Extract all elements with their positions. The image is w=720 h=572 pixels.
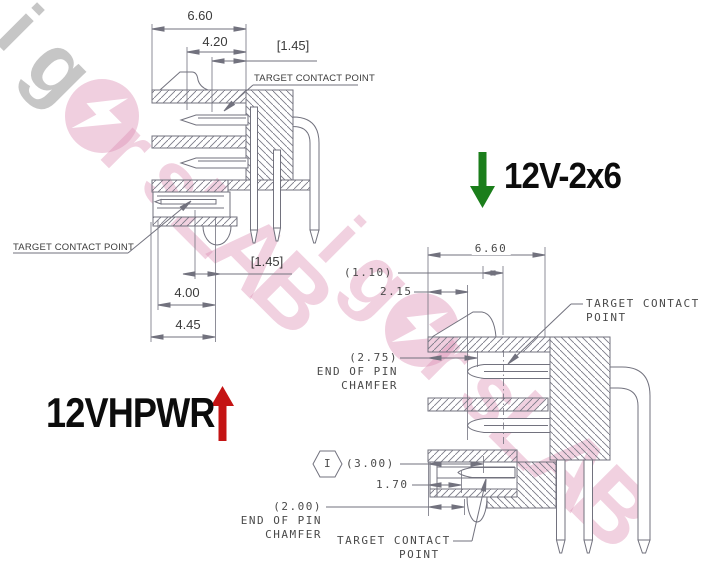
watermark-bolt-icon (65, 79, 139, 153)
contact-point-label: POINT (586, 311, 627, 324)
dim-bottom-inner: 4.00 (174, 285, 200, 300)
chamfer-label: END OF PIN (240, 514, 322, 527)
through-pin (583, 459, 593, 541)
latch-profile (158, 71, 209, 91)
dim-contact-ref: [1.45] (250, 254, 284, 269)
h2x6-title: 12V-2x6 (504, 155, 622, 196)
hpwr-title: 12VHPWR (46, 389, 215, 436)
latch-profile (430, 311, 497, 338)
contact-point-label: TARGET CONTACT POINT (13, 242, 134, 253)
contact-point-label: TARGET CONTACT (337, 534, 451, 547)
chamfer-label: END OF PIN (316, 365, 398, 378)
standoff (227, 179, 317, 191)
housing-wall (151, 179, 229, 193)
contact-point-label: TARGET CONTACT POINT (254, 73, 375, 84)
dim-ref-300: (3.00) (346, 457, 395, 470)
pin (457, 467, 516, 478)
dim-contact-ref: [1.45] (276, 38, 310, 53)
contact-point-label: POINT (399, 548, 440, 561)
hex-marker-icon (312, 450, 343, 478)
chamfer-label: CHAMFER (341, 379, 398, 392)
housing-wall (427, 397, 549, 412)
housing-block (549, 336, 611, 461)
through-pin (273, 149, 281, 229)
housing-floor (429, 488, 518, 498)
dim-total-width: 6.60 (471, 242, 511, 255)
through-pin (250, 106, 258, 231)
pin (179, 157, 249, 169)
hex-marker-text: I (323, 457, 333, 470)
pin (179, 114, 249, 126)
dim-ref-200: (2.00) (273, 500, 322, 513)
solder-peg (202, 225, 232, 246)
housing-wall (151, 89, 247, 104)
bent-pin (292, 116, 320, 231)
housing-wall (427, 449, 518, 463)
hpwr-up-arrow-icon (211, 386, 234, 441)
through-pin (556, 459, 566, 541)
dim-170: 1.70 (376, 478, 409, 491)
dim-bottom-outer: 4.45 (175, 317, 201, 332)
h2x6-down-arrow-icon (470, 152, 495, 208)
solder-peg (466, 496, 488, 523)
hpwr-drawing (13, 24, 358, 342)
dim-inner-width: 4.20 (202, 34, 228, 49)
chamfer-label: CHAMFER (265, 528, 322, 541)
h2x6-drawing (312, 247, 651, 554)
contact-point-label: TARGET CONTACT (586, 297, 700, 310)
dim-215: 2.15 (380, 285, 413, 298)
dim-ref-275: (2.75) (349, 351, 398, 364)
dim-total-width: 6.60 (187, 8, 213, 23)
bent-pin (609, 366, 651, 541)
housing-wall (427, 336, 551, 353)
dim-ref-110: (1.10) (344, 266, 393, 279)
housing-wall (151, 135, 247, 149)
